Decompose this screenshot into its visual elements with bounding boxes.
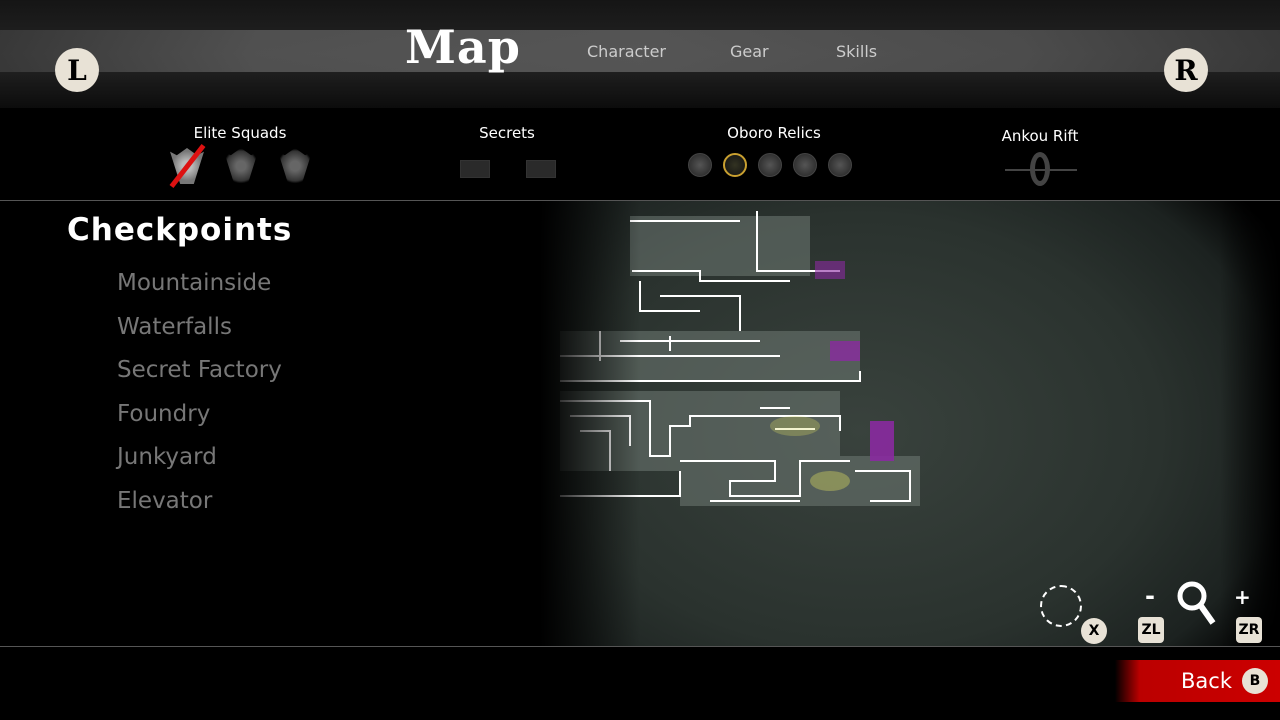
l-button-icon[interactable]: L xyxy=(55,48,99,92)
checkpoint-item[interactable]: Secret Factory xyxy=(117,357,282,383)
checkpoint-item[interactable]: Junkyard xyxy=(117,444,217,470)
b-button-icon: B xyxy=(1242,668,1268,694)
checkpoint-list: Mountainside Waterfalls Secret Factory F… xyxy=(117,270,282,531)
ankou-rift-label: Ankou Rift xyxy=(1001,127,1079,145)
checkpoint-item[interactable]: Foundry xyxy=(117,400,211,427)
top-bar xyxy=(0,0,1280,108)
map-fade xyxy=(0,201,640,646)
center-player-icon[interactable] xyxy=(1040,585,1082,627)
tab-gear[interactable]: Gear xyxy=(730,42,769,61)
tab-skills[interactable]: Skills xyxy=(836,42,878,61)
map-view[interactable] xyxy=(0,201,1280,646)
elite-squads-label: Elite Squads xyxy=(193,124,287,142)
back-button[interactable]: Back B xyxy=(1115,660,1280,702)
oboro-relics-label: Oboro Relics xyxy=(727,124,821,142)
relic-icon xyxy=(828,153,852,177)
zl-button-icon[interactable]: ZL xyxy=(1138,617,1164,643)
checkpoint-item[interactable]: Mountainside xyxy=(117,270,272,296)
x-button-icon[interactable]: X xyxy=(1081,618,1107,644)
elite-skull-icon xyxy=(278,148,312,184)
r-button-icon[interactable]: R xyxy=(1164,48,1208,92)
zoom-out-icon[interactable]: - xyxy=(1145,582,1155,610)
zr-button-icon[interactable]: ZR xyxy=(1236,617,1262,643)
checkpoints-title: Checkpoints xyxy=(67,212,293,248)
divider xyxy=(0,646,1280,647)
secret-chest-icon xyxy=(460,160,490,178)
secrets-label: Secrets xyxy=(479,124,535,142)
relic-icon xyxy=(758,153,782,177)
tab-character[interactable]: Character xyxy=(587,42,666,61)
relic-icon xyxy=(688,153,712,177)
ankou-rift-icon xyxy=(1030,152,1050,186)
elite-skull-icon xyxy=(224,148,258,184)
map-fade xyxy=(1220,201,1280,646)
checkpoint-item[interactable]: Waterfalls xyxy=(117,313,232,340)
zoom-in-icon[interactable]: + xyxy=(1234,585,1251,609)
divider xyxy=(0,200,1280,201)
page-title: Map xyxy=(405,20,521,74)
checkpoint-item[interactable]: Elevator xyxy=(117,487,213,514)
secret-chest-icon xyxy=(526,160,556,178)
elite-squads-icons xyxy=(170,148,312,184)
magnifier-icon xyxy=(1177,581,1216,625)
secrets-icons xyxy=(460,160,556,178)
back-label: Back xyxy=(1181,669,1232,693)
brush-stroke xyxy=(0,30,1280,72)
relic-collected-icon xyxy=(723,153,747,177)
relic-icon xyxy=(793,153,817,177)
oboro-relics-icons xyxy=(688,153,852,177)
